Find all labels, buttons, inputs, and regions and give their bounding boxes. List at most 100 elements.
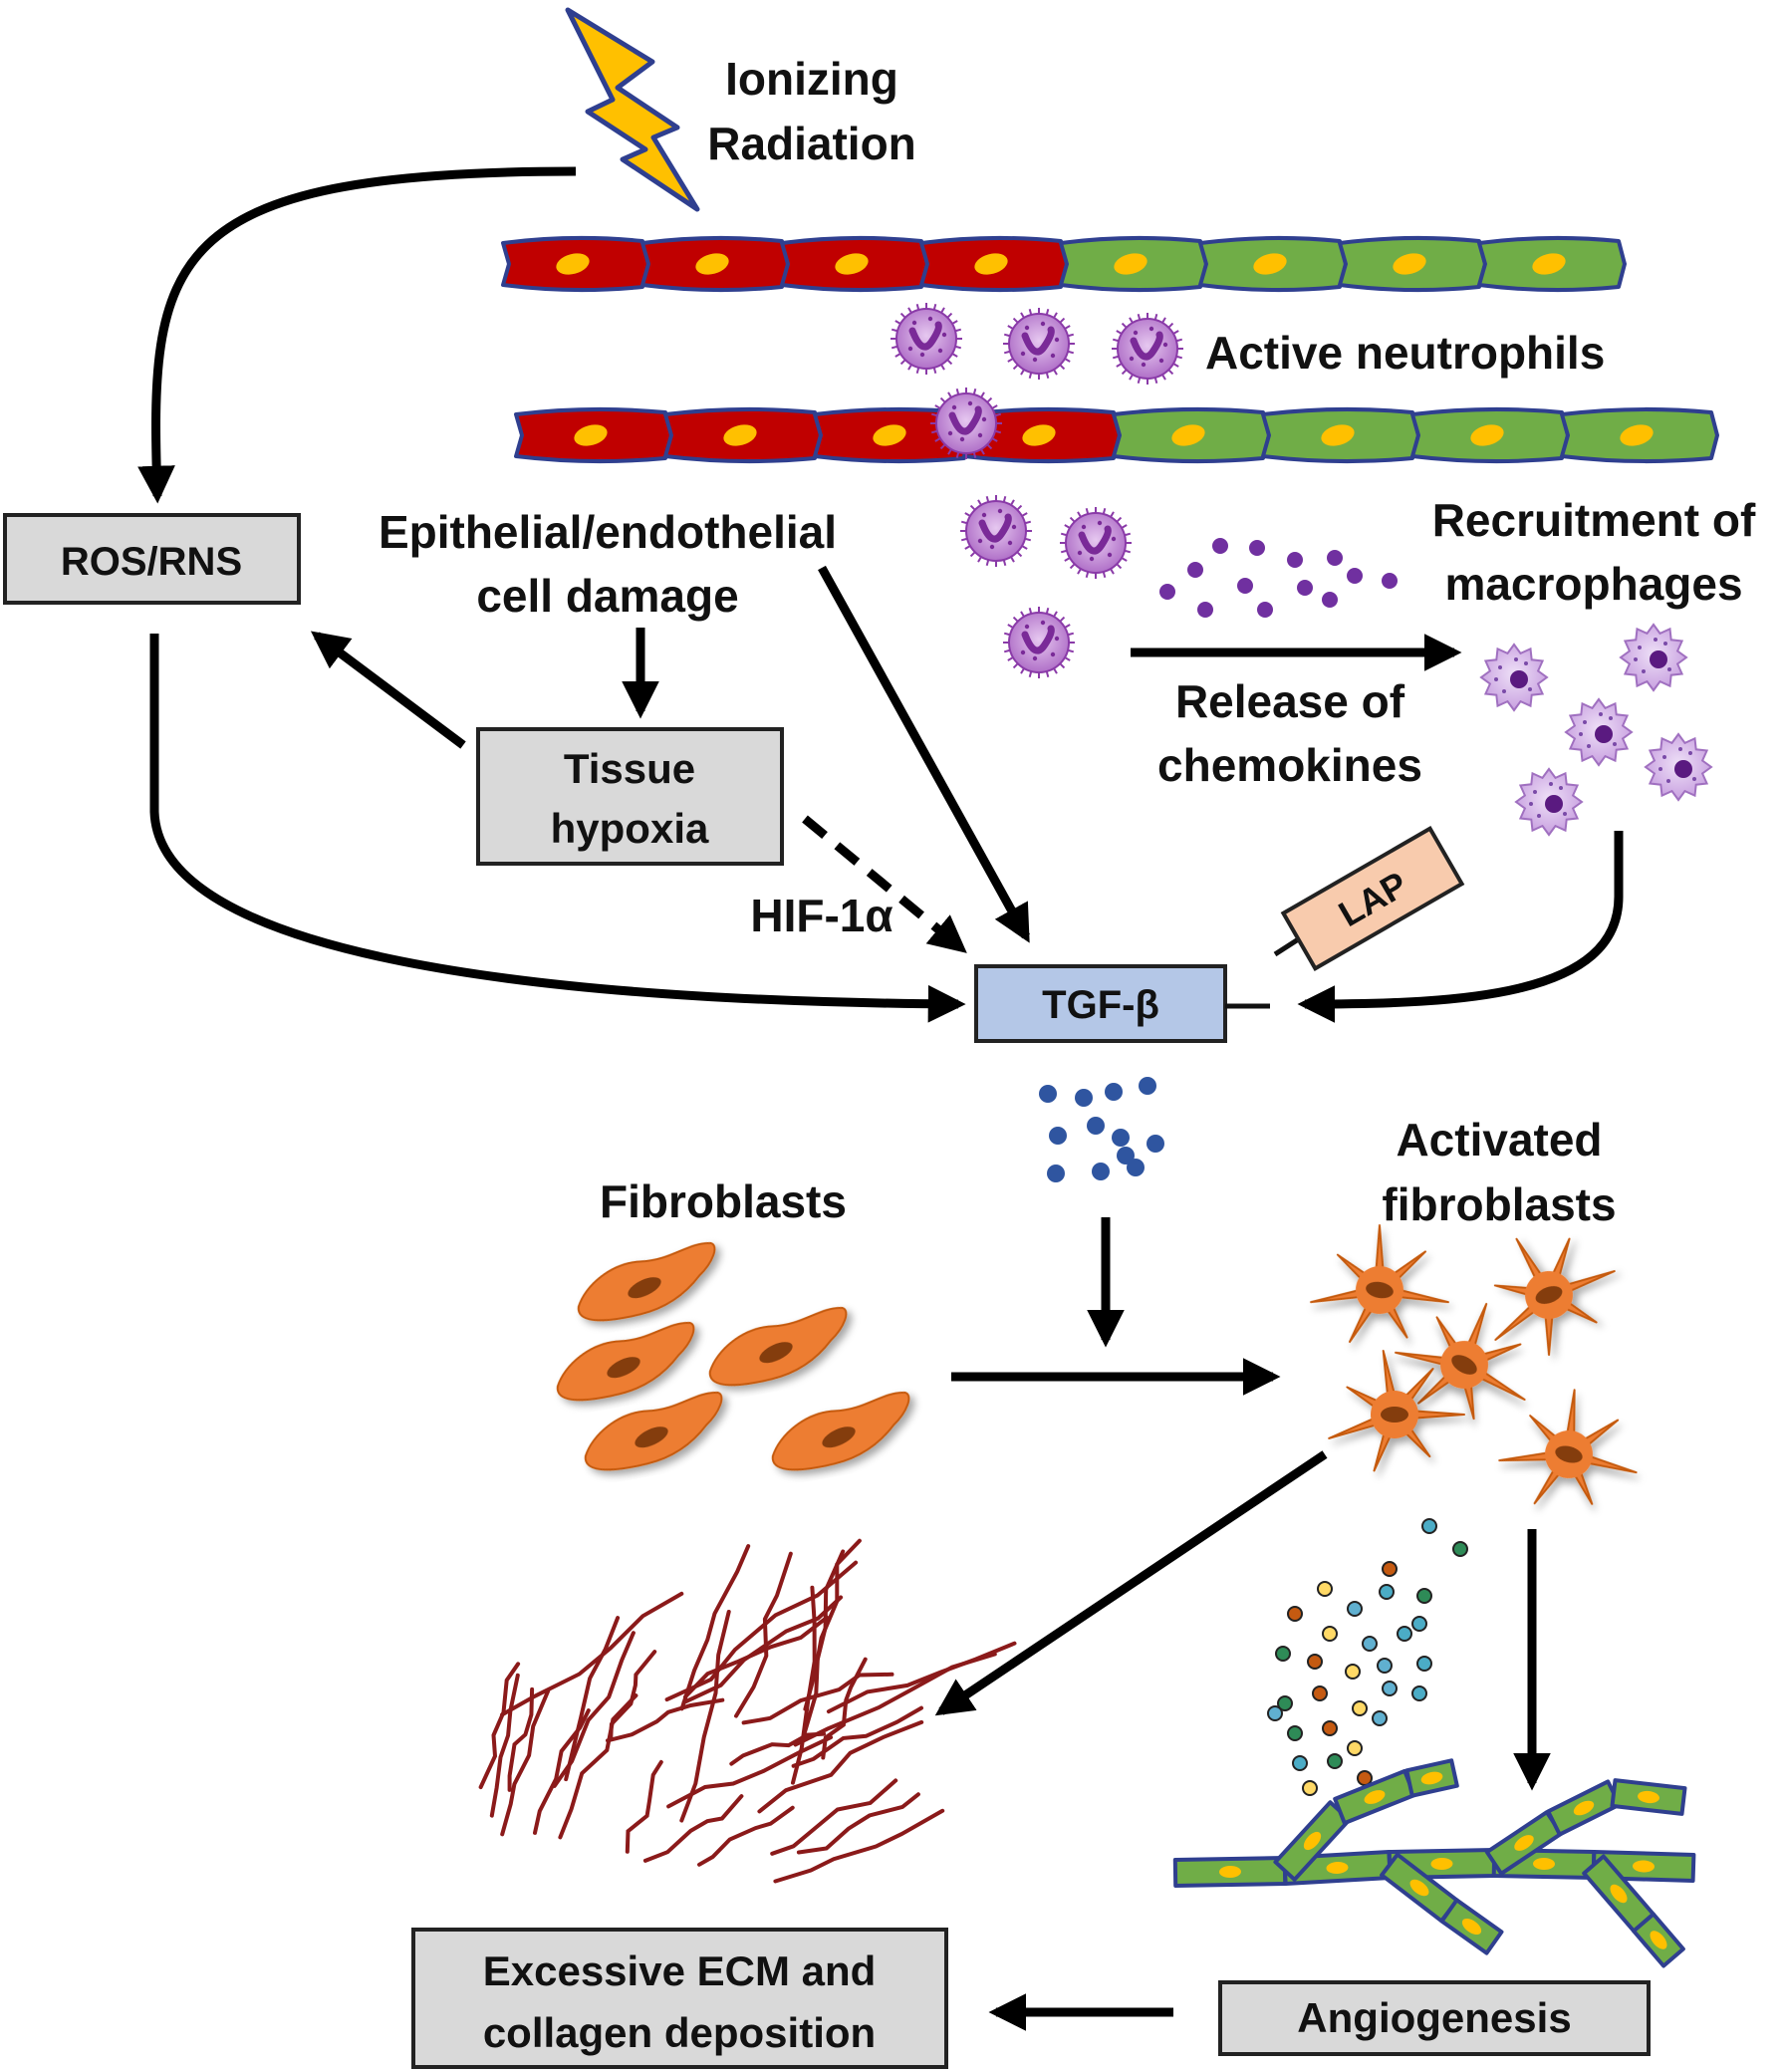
growth-factor-dot	[1411, 1616, 1427, 1632]
growth-factor-dot	[1287, 1725, 1303, 1741]
growth-factor-dot	[1421, 1518, 1437, 1534]
growth-factor-dot	[1322, 1626, 1338, 1642]
growth-factor-dot	[1322, 1720, 1338, 1736]
growth-factor-dot	[1379, 1584, 1395, 1600]
fibroblast-nucleus	[635, 1426, 668, 1448]
arrow-activated-to-ecm	[934, 1450, 1328, 1716]
chemokine-dot	[1382, 573, 1398, 589]
fibroblast	[771, 1391, 910, 1471]
healthy-cell	[1059, 235, 1208, 293]
collagen-fiber	[791, 1705, 923, 1768]
vessel-nucleus	[1638, 1790, 1659, 1804]
vessel-nucleus	[1650, 1931, 1667, 1949]
damaged-cell	[962, 406, 1122, 464]
angiogenesis-box: Angiogenesis	[1218, 1980, 1651, 2056]
macrophage-nucleus	[1650, 650, 1667, 668]
vessel-nucleus	[1633, 1860, 1655, 1873]
vessel-segment	[1404, 1758, 1459, 1798]
growth-factor-dot	[1352, 1700, 1368, 1716]
healthy-cell	[1477, 235, 1627, 293]
collagen-fiber	[558, 1693, 638, 1840]
growth-factor-dot	[1275, 1646, 1291, 1662]
hif-label: HIF-1α	[750, 890, 892, 941]
cell-nucleus	[873, 424, 906, 446]
lightning-bolt-icon	[565, 7, 700, 212]
collagen-fiber	[793, 1652, 997, 1747]
vessel-nucleus	[1303, 1831, 1322, 1851]
healthy-cell	[1198, 235, 1348, 293]
damaged-cell	[514, 406, 673, 464]
vessel-nucleus	[1420, 1771, 1443, 1785]
collagen-fiber	[802, 1549, 846, 1736]
activated-fibroblast	[1493, 1237, 1616, 1357]
arrow-radiation-to-ros	[137, 166, 577, 504]
tgf-beta-dot	[1039, 1085, 1057, 1103]
vessel-nucleus	[1326, 1861, 1349, 1875]
damaged-cell	[663, 406, 823, 464]
chemokine-dot	[1212, 538, 1228, 554]
angiogenesis-label: Angiogenesis	[1297, 1994, 1571, 2041]
healthy-cell	[1410, 406, 1570, 464]
tgf-beta-dot	[1139, 1077, 1156, 1095]
cell-nucleus	[1470, 424, 1504, 446]
neutrophil-cells	[891, 303, 1183, 678]
damaged-cell	[501, 235, 650, 293]
tgf-beta-dot	[1147, 1135, 1164, 1153]
growth-factor-dot	[1452, 1541, 1468, 1557]
activated-label-line2: fibroblasts	[1382, 1178, 1616, 1230]
healthy-cell	[1261, 406, 1420, 464]
collagen-fiber	[679, 1610, 731, 1823]
fibroblast	[556, 1321, 695, 1402]
activated-fibroblast	[1395, 1302, 1526, 1421]
recruitment-label-line1: Recruitment of	[1432, 494, 1756, 546]
collagen-fiber	[606, 1697, 725, 1743]
cell-nucleus	[695, 253, 729, 275]
neutrophil	[891, 303, 962, 375]
epithelial-cell-layers	[501, 235, 1719, 464]
growth-factor-dot	[1277, 1695, 1293, 1711]
cell-nucleus	[974, 253, 1008, 275]
pathway-arrows	[137, 166, 1624, 2031]
collagen-fiber	[625, 1759, 663, 1854]
chemokine-dot	[1322, 592, 1338, 608]
vessel-segment	[1273, 1800, 1352, 1882]
damage-label-line1: Epithelial/endothelial	[379, 506, 837, 558]
activated-fibroblast-cells	[1310, 1224, 1638, 1505]
fibroblast-nucleus	[628, 1277, 661, 1299]
collagen-fiber	[796, 1792, 920, 1855]
vessel-segment	[1439, 1898, 1504, 1955]
collagen-fiber	[500, 1591, 684, 1717]
vessel-nucleus	[1514, 1835, 1534, 1851]
collagen-fiber	[666, 1735, 834, 1809]
vessel-nucleus	[1610, 1884, 1628, 1904]
growth-factor-dot	[1287, 1606, 1303, 1622]
chemokine-dot	[1197, 602, 1213, 618]
activated-fibroblast	[1498, 1389, 1638, 1505]
collagen-fiber	[489, 1673, 520, 1818]
ecm-deposition-box: Excessive ECM and collagen deposition	[411, 1928, 948, 2069]
chemokine-dot	[1159, 584, 1175, 600]
collagen-fiber	[679, 1544, 751, 1711]
collagen-fiber	[478, 1662, 521, 1790]
growth-factor-dot	[1397, 1626, 1412, 1642]
neutrophil	[1112, 313, 1183, 385]
collagen-fiber	[729, 1731, 827, 1766]
neutrophil	[930, 388, 1002, 459]
tgf-beta-dot	[1092, 1163, 1110, 1180]
growth-factor-dot	[1347, 1740, 1363, 1756]
tgf-beta-dot	[1047, 1165, 1065, 1182]
arrow-ros-to-tgf	[149, 634, 966, 1023]
healthy-cell	[1560, 406, 1719, 464]
collagen-fiber	[773, 1808, 945, 1884]
active-neutrophils-label: Active neutrophils	[1205, 327, 1605, 379]
tissue-hypoxia-box: Tissue hypoxia	[476, 727, 784, 866]
cell-nucleus	[1321, 424, 1355, 446]
cell-nucleus	[835, 253, 869, 275]
macrophage-nucleus	[1595, 725, 1613, 743]
collagen-fiber	[507, 1686, 535, 1792]
damaged-cell	[640, 235, 790, 293]
vessel-segment	[1632, 1912, 1685, 1968]
fibroblast-cells	[556, 1241, 910, 1471]
collagen-fiber	[770, 1778, 898, 1856]
vessel-segment	[1172, 1856, 1288, 1888]
